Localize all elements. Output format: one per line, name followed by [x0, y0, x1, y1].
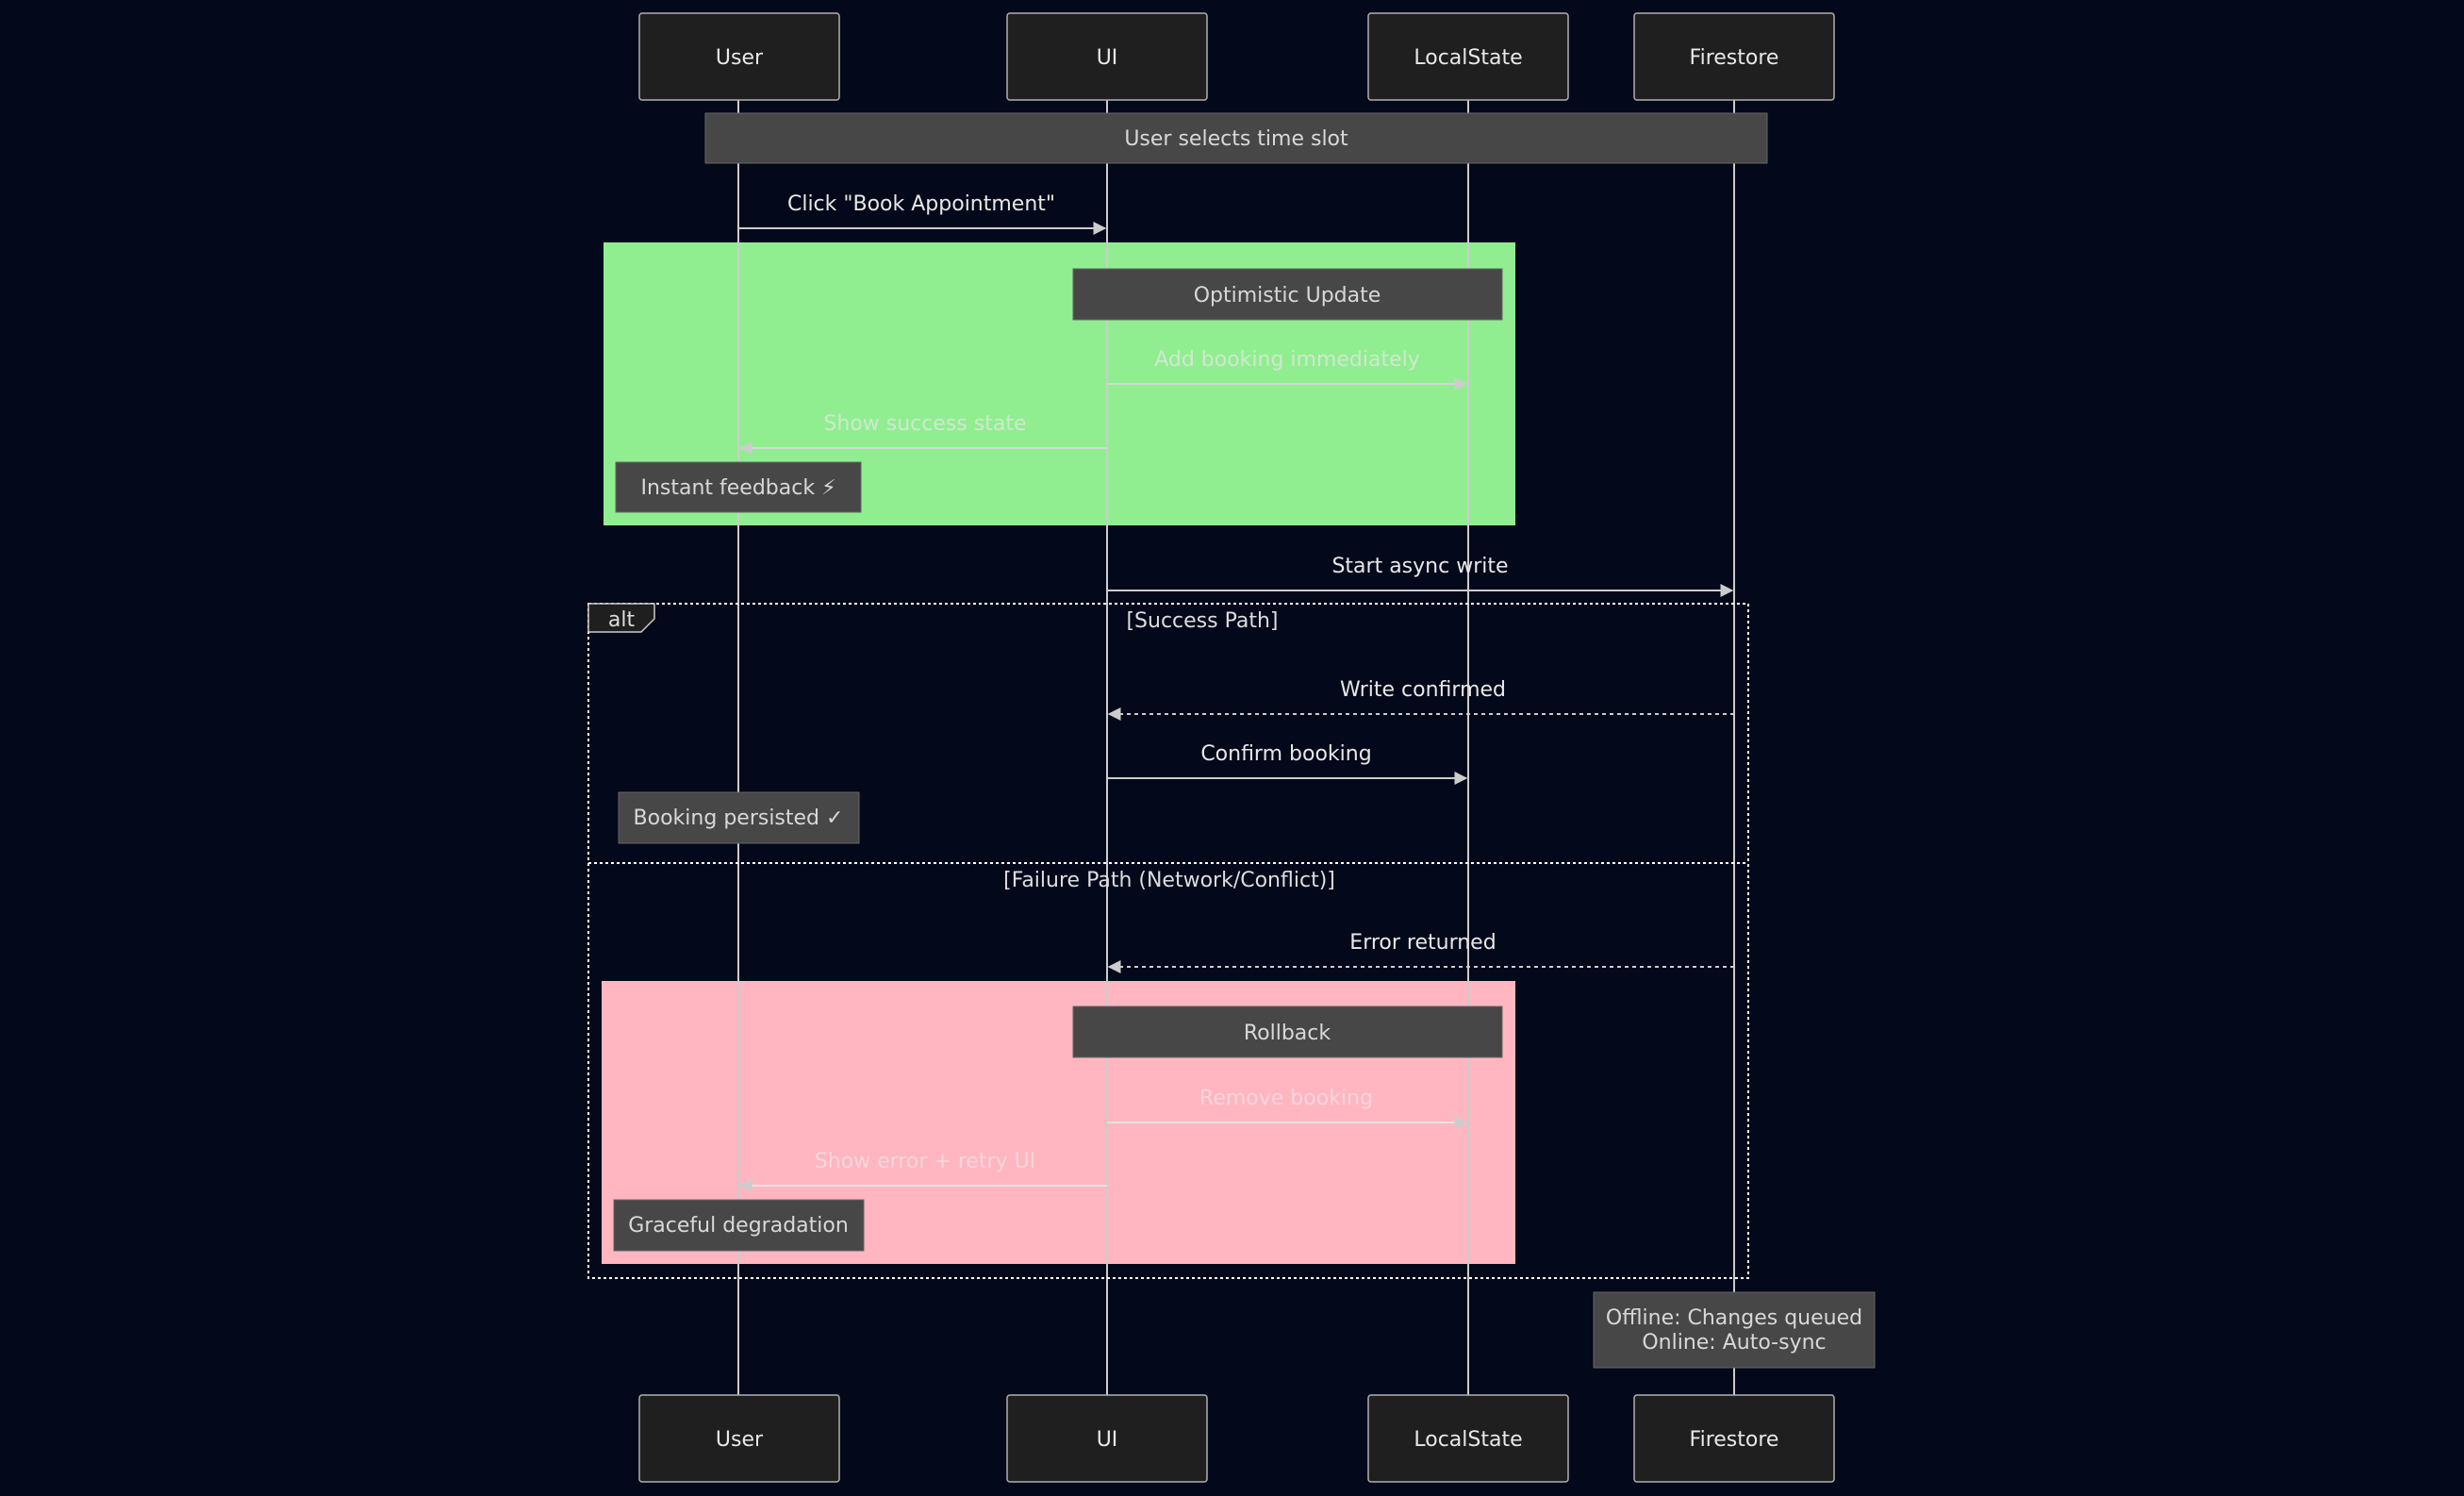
message-start-async-write: Start async write: [1107, 555, 1734, 597]
note-text: Rollback: [1244, 1022, 1331, 1045]
note-text: Booking persisted ✓: [634, 806, 844, 830]
note-offline-sync: Offline: Changes queued Online: Auto-syn…: [1593, 1291, 1876, 1369]
note-instant-feedback: Instant feedback ⚡: [615, 461, 862, 513]
message-label: Show error + retry UI: [815, 1150, 1035, 1173]
failure-path-condition: [Failure Path (Network/Conflict)]: [1003, 869, 1335, 892]
message-add-booking: Add booking immediately: [1107, 348, 1468, 391]
note-user-selects-time-slot: User selects time slot: [704, 112, 1768, 164]
alt-frame: alt [Success Path] [Failure Path (Networ…: [587, 603, 1749, 1279]
message-write-confirmed: Write confirmed: [1107, 678, 1734, 721]
message-remove-booking: Remove booking: [1107, 1087, 1468, 1129]
participant-label: LocalState: [1414, 1428, 1522, 1452]
note-booking-persisted: Booking persisted ✓: [618, 791, 860, 844]
participant-localstate: LocalState: [1367, 12, 1569, 101]
message-error-returned: Error returned: [1107, 931, 1734, 973]
participant-label: UI: [1097, 46, 1118, 70]
participant-label: Firestore: [1690, 46, 1779, 70]
note-graceful-degradation: Graceful degradation: [613, 1199, 865, 1252]
message-label: Error returned: [1349, 931, 1496, 955]
note-text: User selects time slot: [1124, 127, 1348, 151]
participant-label: LocalState: [1414, 46, 1522, 70]
message-show-error-retry: Show error + retry UI: [738, 1150, 1107, 1192]
note-line-2: Online: Auto-sync: [1642, 1331, 1826, 1355]
participant-label: User: [716, 1428, 764, 1452]
note-text: Graceful degradation: [628, 1214, 849, 1238]
participant-firestore: Firestore: [1633, 12, 1835, 101]
message-label: Show success state: [823, 412, 1026, 436]
message-label: Write confirmed: [1340, 678, 1506, 702]
participant-label: User: [716, 46, 764, 70]
message-label: Confirm booking: [1200, 742, 1371, 766]
participant-label: UI: [1097, 1428, 1118, 1452]
participant-ui: UI: [1006, 12, 1208, 101]
message-label: Remove booking: [1199, 1087, 1373, 1110]
message-click-book-appointment: Click "Book Appointment": [738, 192, 1107, 235]
message-confirm-booking: Confirm booking: [1107, 742, 1468, 785]
participant-user: User: [638, 12, 840, 101]
note-text: Optimistic Update: [1194, 284, 1381, 308]
participant-firestore-bottom: Firestore: [1633, 1394, 1835, 1483]
participant-ui-bottom: UI: [1006, 1394, 1208, 1483]
lifelines: [737, 100, 1735, 1395]
participant-label: Firestore: [1690, 1428, 1779, 1452]
message-label: Click "Book Appointment": [787, 192, 1055, 216]
message-show-success: Show success state: [738, 412, 1107, 455]
success-path-condition: [Success Path]: [1126, 609, 1278, 633]
note-rollback: Rollback: [1072, 1006, 1503, 1058]
participant-user-bottom: User: [638, 1394, 840, 1483]
note-line-1: Offline: Changes queued: [1606, 1306, 1862, 1330]
message-label: Add booking immediately: [1154, 348, 1420, 372]
message-label: Start async write: [1331, 555, 1508, 578]
note-text: Instant feedback ⚡: [640, 476, 835, 500]
alt-label: alt: [608, 608, 636, 632]
participant-localstate-bottom: LocalState: [1367, 1394, 1569, 1483]
note-optimistic-update: Optimistic Update: [1072, 268, 1503, 321]
